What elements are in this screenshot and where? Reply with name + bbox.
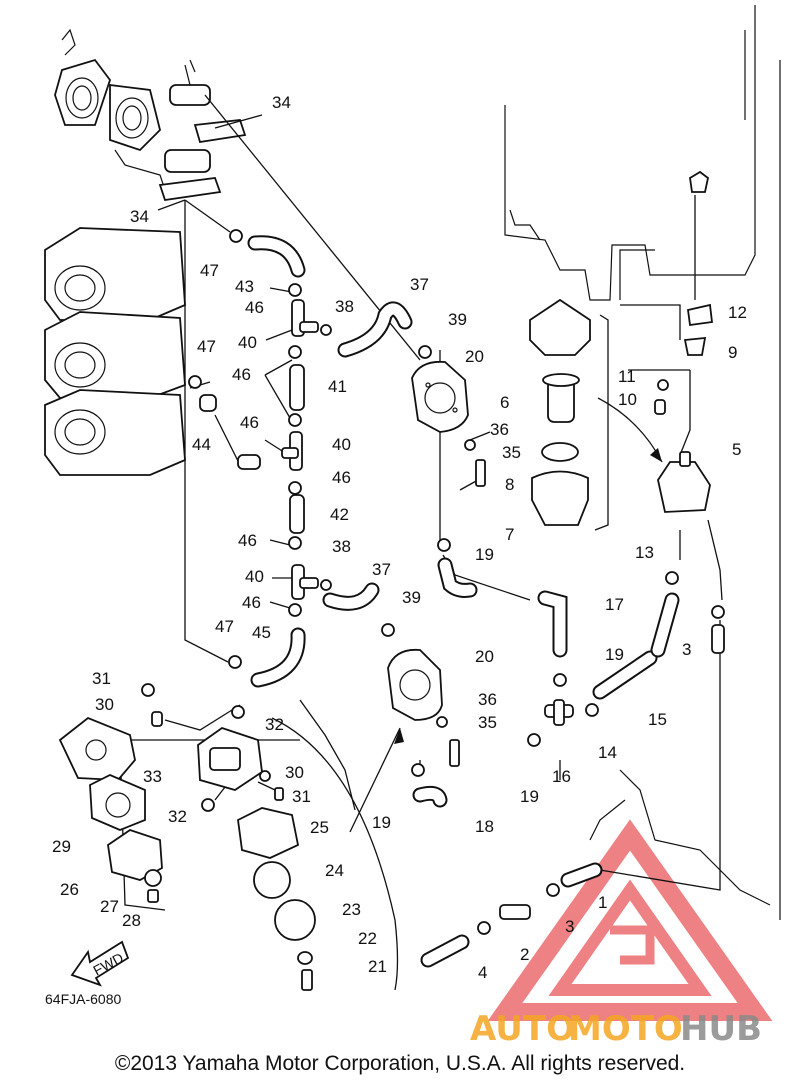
watermark-hub: HUB	[680, 1009, 762, 1049]
callout-7: 7	[505, 525, 514, 544]
callout-35: 35	[502, 443, 521, 462]
callout-30: 30	[285, 763, 304, 782]
primer-pump-exploded	[58, 683, 316, 991]
callout-24: 24	[325, 861, 344, 880]
callout-27: 27	[100, 897, 119, 916]
callout-33: 33	[143, 767, 162, 786]
diagram-code: 64FJA-6080	[45, 991, 121, 1007]
engine-block-outline	[504, 5, 781, 920]
callout-18: 18	[475, 817, 494, 836]
callout-20: 20	[465, 347, 484, 366]
callout-19: 19	[520, 787, 539, 806]
callout-11: 11	[618, 367, 636, 386]
grouping-brackets	[271, 397, 663, 991]
callout-46: 46	[232, 365, 251, 384]
callout-29: 29	[52, 837, 71, 856]
callout-44: 44	[192, 435, 211, 454]
callout-37: 37	[410, 275, 429, 294]
callout-26: 26	[60, 880, 79, 899]
callout-14: 14	[598, 743, 617, 762]
callout-30: 30	[95, 695, 114, 714]
callout-46: 46	[332, 468, 351, 487]
callout-38: 38	[335, 297, 354, 316]
callout-46: 46	[240, 413, 259, 432]
callout-42: 42	[330, 505, 349, 524]
callout-5: 5	[732, 440, 741, 459]
callout-40: 40	[238, 333, 257, 352]
carburetor-assembly	[44, 227, 186, 476]
callout-22: 22	[358, 929, 377, 948]
callout-19: 19	[372, 813, 391, 832]
watermark-moto: MOTO	[568, 1009, 683, 1049]
callout-36: 36	[478, 690, 497, 709]
callout-45: 45	[252, 623, 271, 642]
callout-19: 19	[475, 545, 494, 564]
callout-40: 40	[332, 435, 351, 454]
callout-17: 17	[605, 595, 624, 614]
callout-43: 43	[235, 277, 254, 296]
callout-47: 47	[200, 261, 219, 280]
callout-21: 21	[368, 957, 387, 976]
callout-20: 20	[475, 647, 494, 666]
callout-34: 34	[130, 207, 149, 226]
callout-3: 3	[682, 640, 691, 659]
callout-40: 40	[245, 567, 264, 586]
callout-15: 15	[648, 710, 667, 729]
watermark-auto: AUTO	[470, 1009, 575, 1049]
callout-32: 32	[265, 715, 284, 734]
callout-1: 1	[598, 893, 607, 912]
callout-46: 46	[238, 531, 257, 550]
callout-32: 32	[168, 807, 187, 826]
callout-12: 12	[728, 303, 747, 322]
callout-47: 47	[215, 617, 234, 636]
callout-34: 34	[272, 93, 291, 112]
watermark-logo-icon	[487, 819, 773, 1021]
callout-28: 28	[122, 911, 141, 930]
callout-25: 25	[310, 818, 329, 837]
intake-manifold	[54, 28, 247, 201]
fwd-arrow-icon: FWD	[70, 940, 130, 987]
watermark-text: AUTO MOTO HUB	[470, 1009, 762, 1049]
callout-39: 39	[402, 588, 421, 607]
callout-8: 8	[505, 475, 514, 494]
callout-2: 2	[520, 945, 529, 964]
callout-46: 46	[245, 298, 264, 317]
fittings-and-clips	[188, 229, 725, 935]
copyright-notice: ©2013 Yamaha Motor Corporation, U.S.A. A…	[114, 1052, 686, 1075]
callout-41: 41	[328, 377, 347, 396]
callout-labels: 1 2 3 3 4 5 6 7 8 9 10 11 12 13 14 15 16…	[52, 93, 747, 982]
callout-35: 35	[478, 713, 497, 732]
fuel-filter-assembly	[529, 298, 711, 526]
callout-38: 38	[332, 537, 351, 556]
fuel-pump-lower	[387, 648, 460, 767]
callout-36: 36	[490, 420, 509, 439]
callout-16: 16	[552, 767, 571, 786]
callout-31: 31	[92, 669, 111, 688]
callout-3: 3	[565, 917, 574, 936]
fuel-hoses	[247, 235, 680, 968]
callout-37: 37	[372, 560, 391, 579]
callout-6: 6	[500, 393, 509, 412]
callout-46: 46	[242, 593, 261, 612]
fuel-line-parts	[654, 170, 713, 415]
callout-31: 31	[292, 787, 311, 806]
callout-47: 47	[197, 337, 216, 356]
callout-39: 39	[448, 310, 467, 329]
callout-23: 23	[342, 900, 361, 919]
fuel-pump-upper	[411, 360, 486, 487]
callout-19: 19	[605, 645, 624, 664]
callout-4: 4	[478, 963, 487, 982]
callout-9: 9	[728, 343, 737, 362]
callout-10: 10	[618, 390, 637, 409]
callout-13: 13	[635, 543, 654, 562]
